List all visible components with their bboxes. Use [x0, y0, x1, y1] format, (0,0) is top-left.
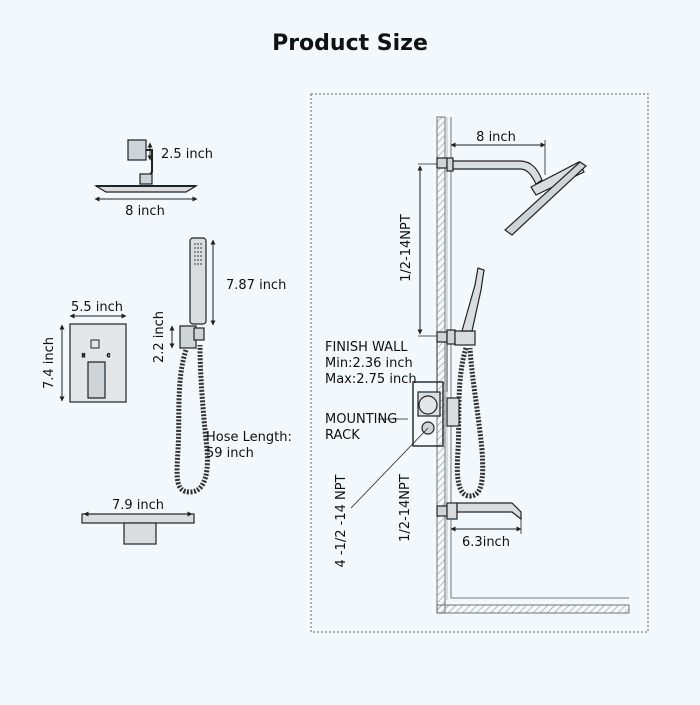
valve-height-dimension: 7.4 inch	[42, 324, 65, 402]
installed-tub-spout	[436, 502, 522, 521]
svg-text:C: C	[107, 353, 110, 358]
shower-head-drawing	[93, 139, 199, 193]
head-npt-label: 1/2-14NPT	[399, 214, 414, 282]
shower-arm-height-label: 2.5 inch	[161, 147, 213, 162]
spout-reach-label: 6.3inch	[462, 535, 510, 550]
holder-height-label: 2.2 inch	[152, 311, 167, 363]
valve-npt-label: 4 -1/2 -14 NPT	[334, 474, 349, 567]
svg-text:H: H	[82, 353, 85, 358]
installed-shower-head	[436, 157, 587, 236]
mounting-label: MOUNTING	[325, 412, 397, 427]
holder-height-dimension: 2.2 inch	[152, 311, 175, 363]
spout-width-label: 7.9 inch	[112, 498, 164, 513]
arm-reach-label: 8 inch	[476, 130, 516, 145]
installation-frame	[310, 93, 649, 633]
hose-length-value: 59 inch	[206, 446, 254, 461]
page-title: Product Size	[272, 31, 428, 56]
finish-wall-label: FINISH WALL	[325, 340, 408, 355]
arm-reach-dimension: 8 inch	[450, 130, 546, 175]
mounting-rack-drawing	[412, 381, 460, 447]
shower-head-width-label: 8 inch	[125, 204, 165, 219]
finish-wall-callout: FINISH WALL Min:2.36 inch Max:2.75 inch	[325, 332, 448, 392]
hand-shower-length-label: 7.87 inch	[226, 278, 286, 293]
shower-head-width-dimension: 8 inch	[94, 196, 198, 219]
valve-width-label: 5.5 inch	[71, 300, 123, 315]
shower-arm-height-dimension: 2.5 inch	[147, 142, 213, 162]
head-npt-dimension: 1/2-14NPT	[399, 163, 437, 337]
installed-hand-shower	[436, 267, 486, 499]
hand-shower-length-dimension: 7.87 inch	[210, 239, 286, 326]
tub-spout-drawing	[81, 513, 195, 545]
spout-reach-dimension: 6.3inch	[450, 519, 522, 550]
spout-width-dimension: 7.9 inch	[81, 498, 193, 522]
valve-height-label: 7.4 inch	[42, 337, 57, 389]
hand-shower-drawing	[174, 237, 210, 495]
finish-wall-max: Max:2.75 inch	[325, 372, 417, 387]
finish-wall-min: Min:2.36 inch	[325, 356, 413, 371]
hose-length-label: Hose Length:	[206, 430, 292, 445]
rack-label: RACK	[325, 428, 360, 443]
mounting-rack-callout: MOUNTING RACK 4 -1/2 -14 NPT	[325, 412, 429, 568]
valve-trim-drawing: H C	[69, 323, 127, 403]
valve-width-dimension: 5.5 inch	[69, 300, 127, 319]
spout-npt-label: 1/2-14NPT	[398, 474, 413, 542]
spout-npt-dimension: 1/2-14NPT	[398, 474, 413, 542]
